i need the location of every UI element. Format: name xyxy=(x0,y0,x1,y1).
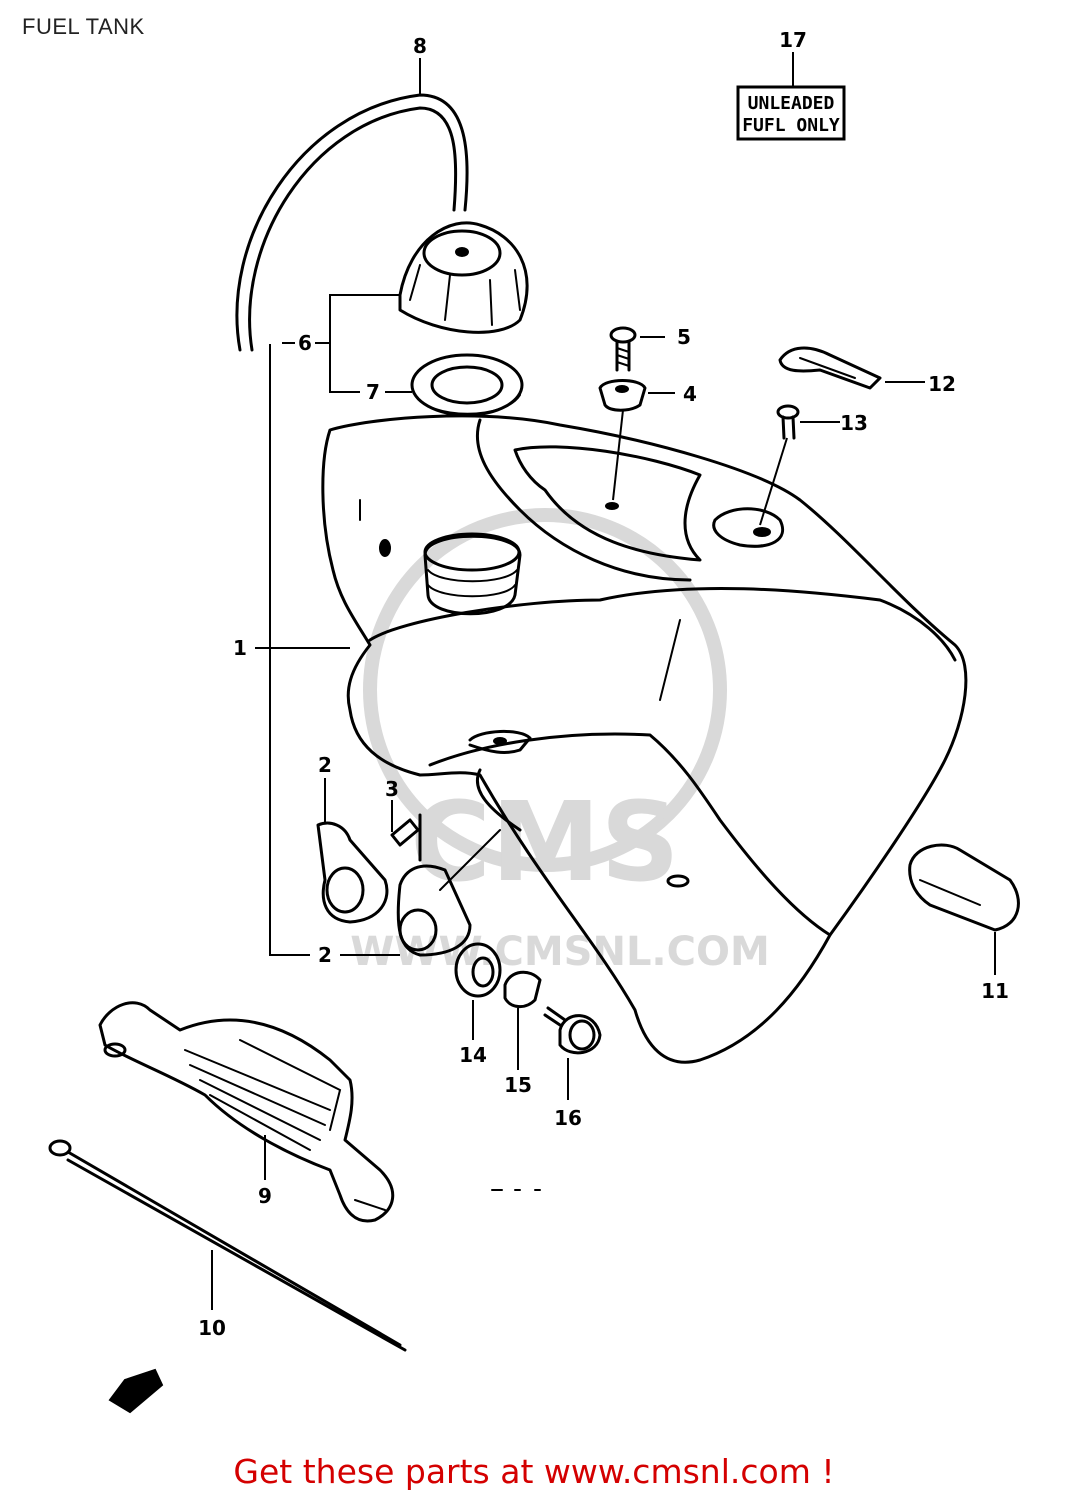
part-clamp-12 xyxy=(778,346,882,390)
watermark-ring xyxy=(363,508,727,872)
watermark-brand: CMS xyxy=(410,778,679,906)
callout-16: 16 xyxy=(554,1106,582,1130)
callout-13: 13 xyxy=(840,411,868,435)
callouts: 8 17 6 7 5 4 12 13 1 2 3 2 14 15 16 11 9… xyxy=(198,28,1009,1340)
part-cover-11 xyxy=(908,843,1020,932)
part-fuel-cap xyxy=(398,221,529,334)
callout-2b: 2 xyxy=(318,943,332,967)
footer-link-text[interactable]: Get these parts at www.cmsnl.com ! xyxy=(233,1452,835,1491)
callout-8: 8 xyxy=(413,34,427,58)
label-line2: FUFL ONLY xyxy=(742,115,840,136)
callout-10: 10 xyxy=(198,1316,226,1340)
callout-3: 3 xyxy=(385,777,399,801)
callout-2a: 2 xyxy=(318,753,332,777)
part-band-9 xyxy=(98,1001,395,1223)
part-screw-13 xyxy=(776,404,800,440)
callout-1: 1 xyxy=(233,636,247,660)
part-bolt-16 xyxy=(543,1006,602,1055)
front-arrow-icon xyxy=(108,1368,164,1414)
part-bolt-5 xyxy=(609,326,637,372)
callout-11: 11 xyxy=(981,979,1009,1003)
watermark-url: WWW.CMSNL.COM xyxy=(350,929,770,975)
page-title: FUEL TANK xyxy=(22,14,145,39)
callout-6: 6 xyxy=(298,331,312,355)
watermark: CMS WWW.CMSNL.COM xyxy=(350,508,770,975)
callout-14: 14 xyxy=(459,1043,487,1067)
callout-7: 7 xyxy=(366,380,380,404)
callout-12: 12 xyxy=(928,372,956,396)
callout-15: 15 xyxy=(504,1073,532,1097)
leader-lines xyxy=(211,52,996,1310)
part-fuel-tank xyxy=(321,414,968,1064)
callout-5: 5 xyxy=(677,325,691,349)
part-fuel-cock xyxy=(316,813,501,957)
part-cushion-4 xyxy=(598,379,647,412)
callout-9: 9 xyxy=(258,1184,272,1208)
callout-17: 17 xyxy=(779,28,807,52)
part-filter-15 xyxy=(503,970,542,1008)
part-filler-neck xyxy=(423,532,522,616)
part-o-ring-14 xyxy=(454,942,502,998)
part-tie-10 xyxy=(48,1139,407,1352)
part-cap-gasket xyxy=(410,353,524,417)
callout-4: 4 xyxy=(683,382,697,406)
part-label-17: UNLEADED FUFL ONLY xyxy=(736,85,846,141)
part-breather-hose xyxy=(235,93,469,352)
label-line1: UNLEADED xyxy=(748,93,835,114)
